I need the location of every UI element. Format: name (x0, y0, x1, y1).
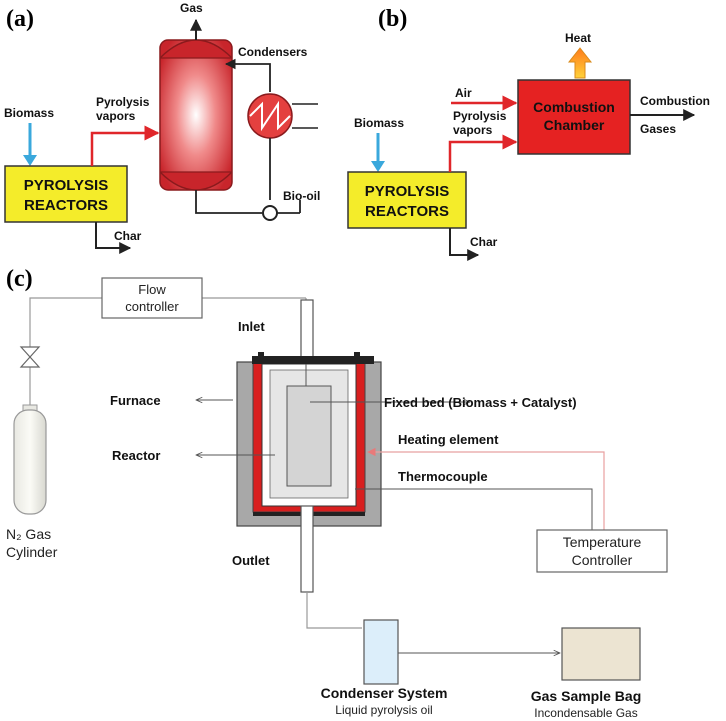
panel-c-inlet-label: Inlet (238, 319, 265, 334)
panel-c-furnace-label: Furnace (110, 393, 161, 408)
panel-a-char-label: Char (114, 229, 142, 243)
panel-b-vapors-line2: vapors (453, 123, 493, 137)
panel-c-inlet-tube (300, 299, 314, 363)
panel-a-biomass-label: Biomass (4, 106, 54, 120)
panel-a-reactors-line1: PYROLYSIS (24, 177, 108, 194)
panel-a-tag: (a) (6, 6, 34, 32)
panel-b-air-label: Air (455, 86, 472, 100)
panel-c-condenser-label: Condenser System (321, 685, 448, 701)
panel-b-heat-label: Heat (565, 31, 591, 45)
panel-c-supply-line (29, 297, 102, 405)
panel-c-reactor-label: Reactor (112, 448, 160, 463)
panel-c-temp-line2: Controller (572, 552, 633, 568)
panel-c-flow-line1: Flow (138, 282, 166, 297)
panel-a-reactors-box (4, 165, 128, 223)
panel-c-heating-line (367, 447, 605, 532)
panel-c-thermocouple-label: Thermocouple (398, 469, 488, 484)
panel-c-condenser-sub: Liquid pyrolysis oil (335, 703, 432, 717)
panel-a-valve (262, 205, 278, 221)
panel-a: (a) Biomass PYROLYSIS REACTORS Pyrolysis… (4, 1, 320, 254)
panel-a-exchanger-coil (249, 100, 291, 132)
panel-b-char-flow (449, 228, 480, 261)
panel-c-reactor-lid (252, 356, 374, 364)
panel-a-reactors-line2: REACTORS (24, 197, 108, 214)
panel-c-temp-line1: Temperature (563, 534, 642, 550)
panel-c: (c) N₂ Gas Cylinder Flow controller Inle… (6, 266, 668, 720)
panel-b-reactors-box (347, 171, 467, 229)
panel-c-lid-bolt-right (354, 352, 360, 358)
panel-c-n2-line1: N₂ Gas (6, 526, 51, 542)
panel-c-outlet-tube (300, 505, 314, 593)
panel-b-heat-arrow (567, 47, 593, 79)
panel-c-flow-line2: controller (125, 299, 179, 314)
panel-c-n2-cylinder (13, 409, 47, 515)
panel-b-chamber-line1: Combustion (533, 99, 615, 115)
panel-c-temperature-controller (536, 529, 668, 573)
panel-a-drain-line (195, 190, 262, 214)
panel-b-biomass-arrowhead (371, 161, 385, 172)
panel-c-flow-controller (101, 277, 203, 319)
panel-b-out-line1: Combustion (640, 94, 710, 108)
panel-c-bag-label: Gas Sample Bag (531, 688, 642, 704)
panel-a-char-flow (95, 222, 132, 254)
panel-a-vapors-flow (90, 125, 160, 166)
panel-c-bag-sub: Incondensable Gas (534, 706, 637, 720)
panel-a-biooil-label: Bio-oil (283, 189, 320, 203)
panel-c-n2-line2: Cylinder (6, 544, 58, 560)
panel-b-out-line2: Gases (640, 122, 676, 136)
panel-c-fixed-bed (286, 385, 332, 487)
panel-c-lid-bolt-left (258, 352, 264, 358)
panel-a-vapors-line2: vapors (96, 109, 136, 123)
panel-b-char-label: Char (470, 235, 498, 249)
panel-b: (b) Biomass PYROLYSIS REACTORS Char Air … (347, 6, 710, 261)
panel-b-biomass-label: Biomass (354, 116, 404, 130)
panel-b-combustion-chamber (517, 79, 631, 155)
panel-a-condensers-label: Condensers (238, 45, 308, 59)
panel-b-vapors-line1: Pyrolysis (453, 109, 507, 123)
panel-b-reactors-line1: PYROLYSIS (365, 183, 449, 200)
panel-c-outlet-line (306, 592, 362, 629)
panel-c-heating-label: Heating element (398, 432, 499, 447)
panel-c-fixed-bed-label: Fixed bed (Biomass + Catalyst) (384, 395, 577, 410)
panel-a-vapors-line1: Pyrolysis (96, 95, 150, 109)
panel-a-gas-label: Gas (180, 1, 203, 15)
panel-b-chamber-line2: Chamber (544, 117, 605, 133)
panel-a-condenser-vessel (159, 39, 233, 191)
panel-c-condenser-system (363, 619, 399, 685)
panel-c-tag: (c) (6, 266, 33, 292)
panel-c-thermocouple-line (355, 488, 593, 532)
panel-b-tag: (b) (378, 6, 407, 32)
panel-c-valve-icon (19, 346, 41, 368)
panel-c-outlet-label: Outlet (232, 553, 270, 568)
panel-b-vapors-flow (448, 134, 518, 172)
panel-c-gas-sample-bag (561, 627, 641, 681)
panel-a-biomass-arrowhead (23, 155, 37, 166)
panel-a-condenser-return (224, 58, 271, 92)
panel-b-reactors-line2: REACTORS (365, 203, 449, 220)
